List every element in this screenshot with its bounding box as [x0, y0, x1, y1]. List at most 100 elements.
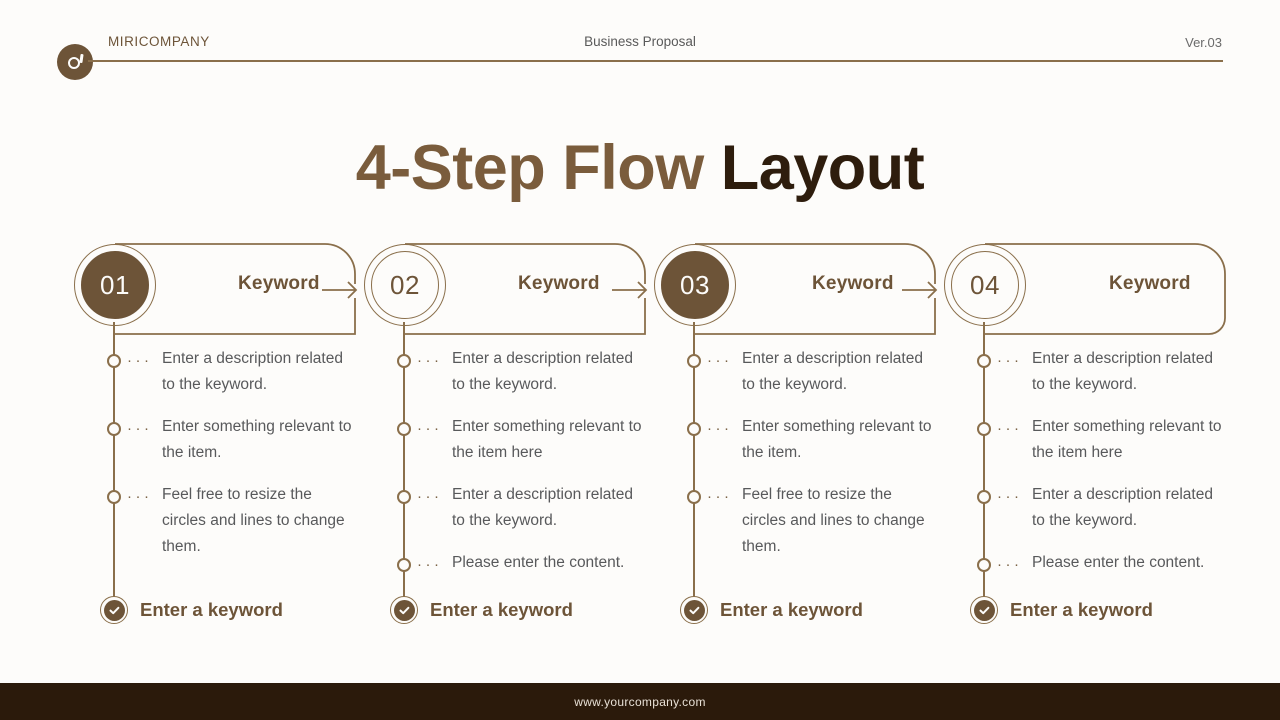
step-number-label: 04 [951, 251, 1019, 319]
step-footer-label: Enter a keyword [140, 599, 283, 620]
footer-bar: www.yourcompany.com [0, 683, 1280, 720]
bullet-dots-icon: ··· [707, 420, 733, 437]
bullet-dots-icon: ··· [997, 488, 1023, 505]
bullet-item: ··· Enter something relevant to the item. [68, 416, 360, 472]
bullet-item: ···Enter something relevant to the item … [358, 416, 650, 472]
step-footer-keyword[interactable]: Enter a keyword [68, 596, 360, 626]
bullet-item: ··· Enter a description related to the ke… [358, 348, 650, 404]
bullet-text: Enter something relevant to the item her… [1032, 418, 1222, 461]
bullet-node-icon [107, 490, 121, 504]
flow-step-02: 02 Keyword ··· Enter a description related … [358, 236, 650, 656]
step-keyword-label: Keyword [812, 273, 894, 294]
bullet-text: Enter a description related to the keywo… [162, 350, 343, 393]
bullet-item: ··· Enter a description related to the ke… [68, 348, 360, 404]
step-number-badge: 03 [654, 244, 736, 326]
step-card[interactable]: 03 Keyword [648, 240, 940, 335]
step-footer-keyword[interactable]: Enter a keyword [938, 596, 1230, 626]
bullet-dots-icon: ··· [417, 556, 443, 573]
step-bullet-list: ··· Enter a description related to the ke… [938, 348, 1230, 620]
step-bullet-list: ··· Enter a description related to the ke… [648, 348, 940, 578]
bullet-node-icon [397, 422, 411, 436]
bullet-item: ··· Feel free to resize the circles and l… [648, 484, 940, 566]
bullet-node-icon [687, 354, 701, 368]
bullet-text: Enter something relevant to the item. [742, 418, 932, 461]
page-title-light: 4-Step Flow [355, 133, 721, 203]
step-number-label: 03 [661, 251, 729, 319]
bullet-item: ··· Enter a description related to the ke… [938, 348, 1230, 404]
step-footer-keyword[interactable]: Enter a keyword [648, 596, 940, 626]
bullet-node-icon [107, 354, 121, 368]
bullet-node-icon [687, 490, 701, 504]
bullet-node-icon [397, 490, 411, 504]
bullet-dots-icon: ··· [997, 556, 1023, 573]
step-bullet-list: ··· Enter a description related to the ke… [358, 348, 650, 620]
bullet-text: Enter a description related to the keywo… [742, 350, 923, 393]
step-spine-line [403, 322, 405, 610]
step-footer-keyword[interactable]: Enter a keyword [358, 596, 650, 626]
bullet-node-icon [977, 490, 991, 504]
logo-glyph [67, 53, 84, 70]
step-keyword-label: Keyword [518, 273, 600, 294]
bullet-item: ··· Enter something relevant to the item. [648, 416, 940, 472]
bullet-item: ···Enter a description related to the ke… [648, 348, 940, 404]
bullet-text: Feel free to resize the circles and line… [742, 486, 925, 555]
step-bullet-list: ··· Enter a description related to the ke… [68, 348, 360, 578]
step-number-badge: 04 [944, 244, 1026, 326]
document-title: Business Proposal [584, 34, 696, 49]
bullet-text: Enter a description related to the keywo… [452, 350, 633, 393]
bullet-text: Please enter the content. [1032, 554, 1205, 571]
flow-arrow-icon [612, 281, 648, 299]
bullet-node-icon [977, 354, 991, 368]
page-title: 4-Step Flow Layout [0, 132, 1280, 204]
brand-name: MIRICOMPANY [108, 34, 210, 49]
bullet-dots-icon: ··· [997, 352, 1023, 369]
check-circle-icon [390, 596, 418, 624]
bullet-text: Enter a description related to the keywo… [1032, 486, 1213, 529]
bullet-text: Enter something relevant to the item. [162, 418, 352, 461]
bullet-dots-icon: ··· [417, 420, 443, 437]
bullet-node-icon [977, 422, 991, 436]
bullet-dots-icon: ··· [417, 488, 443, 505]
bullet-dots-icon: ··· [997, 420, 1023, 437]
step-footer-label: Enter a keyword [1010, 599, 1153, 620]
step-spine-line [113, 322, 115, 610]
step-keyword-label: Keyword [238, 273, 320, 294]
step-card[interactable]: 02 Keyword [358, 240, 650, 335]
step-card-outline [115, 243, 356, 335]
step-card-outline [695, 243, 936, 335]
bullet-item: ··· Please enter the content. [938, 552, 1230, 608]
bullet-text: Feel free to resize the circles and line… [162, 486, 345, 555]
bullet-node-icon [687, 422, 701, 436]
bullet-dots-icon: ··· [127, 420, 153, 437]
step-number-label: 02 [371, 251, 439, 319]
step-footer-label: Enter a keyword [430, 599, 573, 620]
bullet-dots-icon: ··· [707, 488, 733, 505]
footer-url: www.yourcompany.com [574, 694, 706, 709]
bullet-dots-icon: ··· [417, 352, 443, 369]
version-label: Ver.03 [1185, 35, 1222, 50]
flow-step-03: 03 Keyword ··· Enter a description related … [648, 236, 940, 656]
bullet-node-icon [397, 354, 411, 368]
check-circle-icon [970, 596, 998, 624]
bullet-node-icon [107, 422, 121, 436]
step-number-badge: 02 [364, 244, 446, 326]
bullet-item: ··· Please enter the content. [358, 552, 650, 608]
bullet-text: Enter a description related to the keywo… [1032, 350, 1213, 393]
page-title-dark: Layout [720, 133, 925, 203]
bullet-item: ··· Enter a description related to the ke… [938, 484, 1230, 540]
flow-arrow-icon [902, 281, 938, 299]
flow-arrow-icon [322, 281, 358, 299]
bullet-dots-icon: ··· [127, 352, 153, 369]
step-card-outline [405, 243, 646, 335]
step-footer-label: Enter a keyword [720, 599, 863, 620]
bullet-dots-icon: ··· [127, 488, 153, 505]
bullet-node-icon [977, 558, 991, 572]
step-spine-line [983, 322, 985, 610]
bullet-text: Please enter the content. [452, 554, 625, 571]
slide-header: MIRICOMPANY Business Proposal Ver.03 [0, 0, 1280, 90]
bullet-item: ··· Enter something relevant to the item … [938, 416, 1230, 472]
